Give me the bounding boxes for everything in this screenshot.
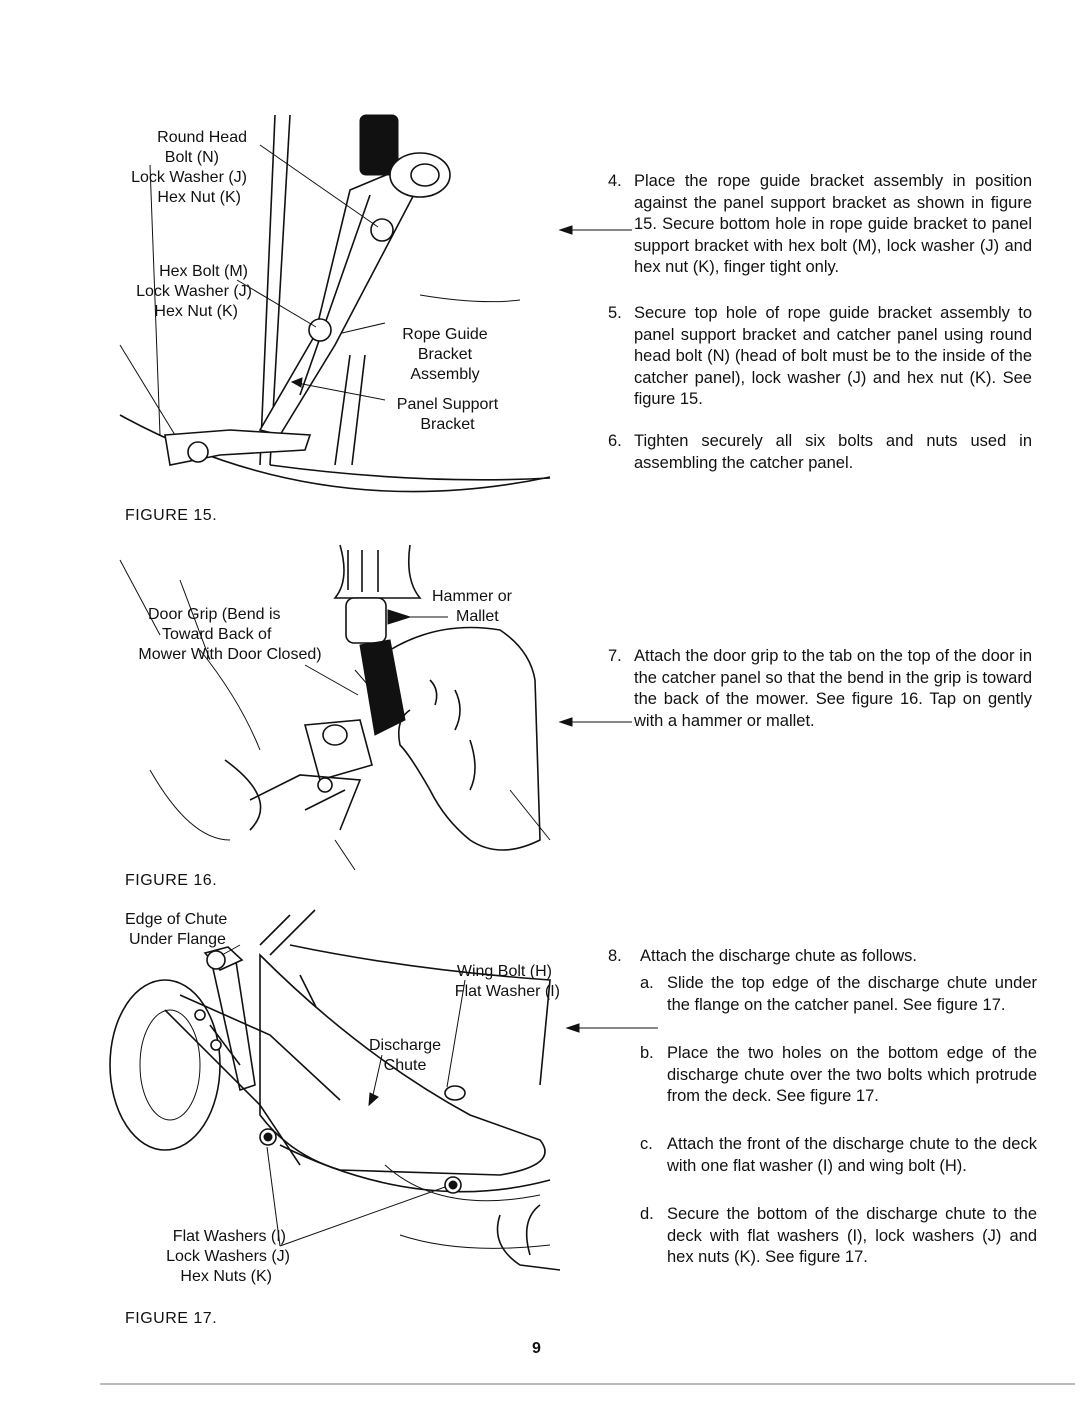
label-panel-support-bracket: Panel Support Bracket xyxy=(396,396,499,433)
label-round-head-bolt: Round Head Bolt (N) Lock Washer (J) Hex … xyxy=(131,129,247,206)
arrow-step-8a xyxy=(565,1023,658,1033)
page-number: 9 xyxy=(532,1340,541,1357)
label-edge-of-chute: Edge of Chute Under Flange xyxy=(125,911,228,948)
arrow-step-4 xyxy=(558,225,632,235)
figure-16-caption: FIGURE 16. xyxy=(125,872,218,889)
label-discharge-chute: Discharge Chute xyxy=(368,1037,442,1074)
label-hammer-or-mallet: Hammer or Mallet xyxy=(432,588,513,625)
pointer-arrows xyxy=(558,225,658,1033)
figure-16-illustration xyxy=(119,544,551,871)
label-door-grip: Door Grip (Bend is Toward Back of Mower … xyxy=(138,606,322,663)
bottom-rule xyxy=(100,1383,1075,1385)
label-rope-guide-bracket: Rope Guide Bracket Assembly xyxy=(402,326,488,383)
figure-15-illustration xyxy=(119,114,551,493)
figure-17-caption: FIGURE 17. xyxy=(125,1310,218,1327)
arrow-step-7 xyxy=(558,717,632,727)
label-wing-bolt: Wing Bolt (H) Flat Washer (I) xyxy=(454,963,560,1000)
figure-15-caption: FIGURE 15. xyxy=(125,507,218,524)
label-hex-bolt: Hex Bolt (M) Lock Washer (J) Hex Nut (K) xyxy=(136,263,252,320)
figure-17-illustration xyxy=(109,909,561,1271)
label-washers-nuts: Flat Washers (I) Lock Washers (J) Hex Nu… xyxy=(166,1228,290,1285)
